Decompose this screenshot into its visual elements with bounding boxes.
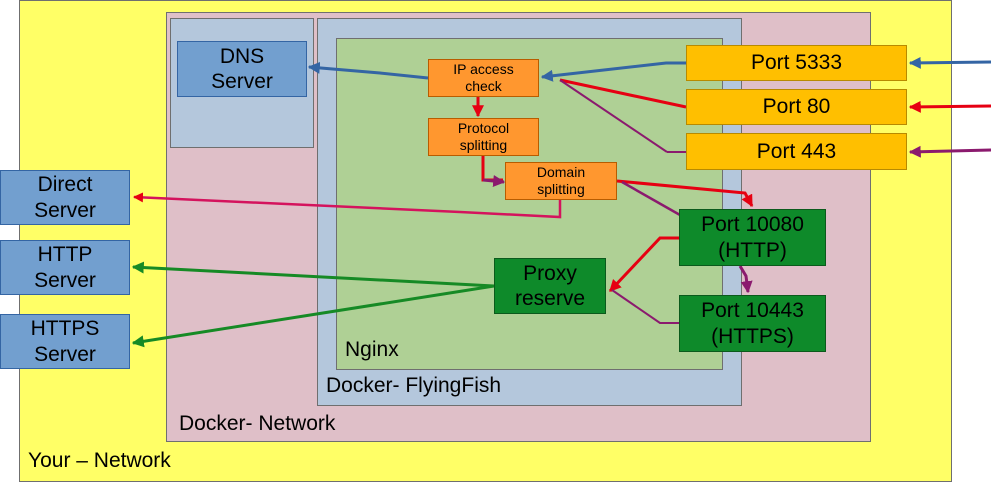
arrow-10080-to-10443 <box>738 265 753 294</box>
https-server-label: HTTPS Server <box>30 317 100 366</box>
direct-server-label: Direct Server <box>34 173 96 222</box>
line-443-to-ip-b <box>559 79 668 153</box>
arrow-proxy-to-https <box>131 284 495 348</box>
http-server-label: HTTP Server <box>34 243 96 292</box>
protocol-splitting-node: Protocol splitting <box>428 118 539 156</box>
port-443-node: Port 443 <box>686 133 907 170</box>
port-80-label: Port 80 <box>762 95 831 119</box>
proxy-reserve-label: Proxy reserve <box>514 261 586 310</box>
arrow-domain-to-10080-red <box>616 179 754 208</box>
port-10080-label: Port 10080 (HTTP) <box>701 213 804 262</box>
nginx-label: Nginx <box>345 338 399 361</box>
port-80-node: Port 80 <box>686 89 907 125</box>
domain-splitting-node: Domain splitting <box>505 162 617 200</box>
http-server-node: HTTP Server <box>0 240 130 295</box>
ip-access-check-node: IP access check <box>428 59 539 97</box>
arrow-10080-to-proxy <box>608 236 680 293</box>
direct-server-node: Direct Server <box>0 170 130 225</box>
your-network-label: Your – Network <box>28 449 171 472</box>
dns-server-label: DNS Server <box>211 44 273 93</box>
line-80-to-ip <box>559 78 687 109</box>
port-10443-label: Port 10443 (HTTPS) <box>701 299 804 348</box>
arrow-protocol-to-domain-head <box>482 175 506 187</box>
port-10080-node: Port 10080 (HTTP) <box>679 209 826 266</box>
port-5333-node: Port 5333 <box>686 45 907 81</box>
domain-splitting-label: Domain splitting <box>536 164 586 197</box>
https-server-node: HTTPS Server <box>0 314 130 369</box>
ip-access-check-label: IP access check <box>453 61 514 94</box>
arrow-5333-to-ip <box>540 61 686 82</box>
arrow-in-5333 <box>908 56 991 69</box>
arrow-domain-to-direct <box>133 192 562 219</box>
docker-flyingfish-label: Docker- FlyingFish <box>326 374 502 397</box>
arrow-proxy-to-http <box>131 261 495 288</box>
port-5333-label: Port 5333 <box>750 51 843 75</box>
docker-network-label: Docker- Network <box>179 412 336 435</box>
arrow-in-443 <box>908 145 991 158</box>
port-10443-node: Port 10443 (HTTPS) <box>679 295 826 352</box>
arrow-in-80 <box>908 100 991 113</box>
arrow-ip-to-dns <box>307 61 429 80</box>
arrow-protocol-to-domain <box>481 156 503 182</box>
protocol-splitting-label: Protocol splitting <box>457 120 510 153</box>
proxy-reserve-node: Proxy reserve <box>494 258 606 314</box>
dns-server-node: DNS Server <box>177 41 307 97</box>
line-domain-to-10080-purple <box>621 180 681 217</box>
port-443-label: Port 443 <box>756 139 837 163</box>
line-10443-to-proxy <box>611 289 680 324</box>
